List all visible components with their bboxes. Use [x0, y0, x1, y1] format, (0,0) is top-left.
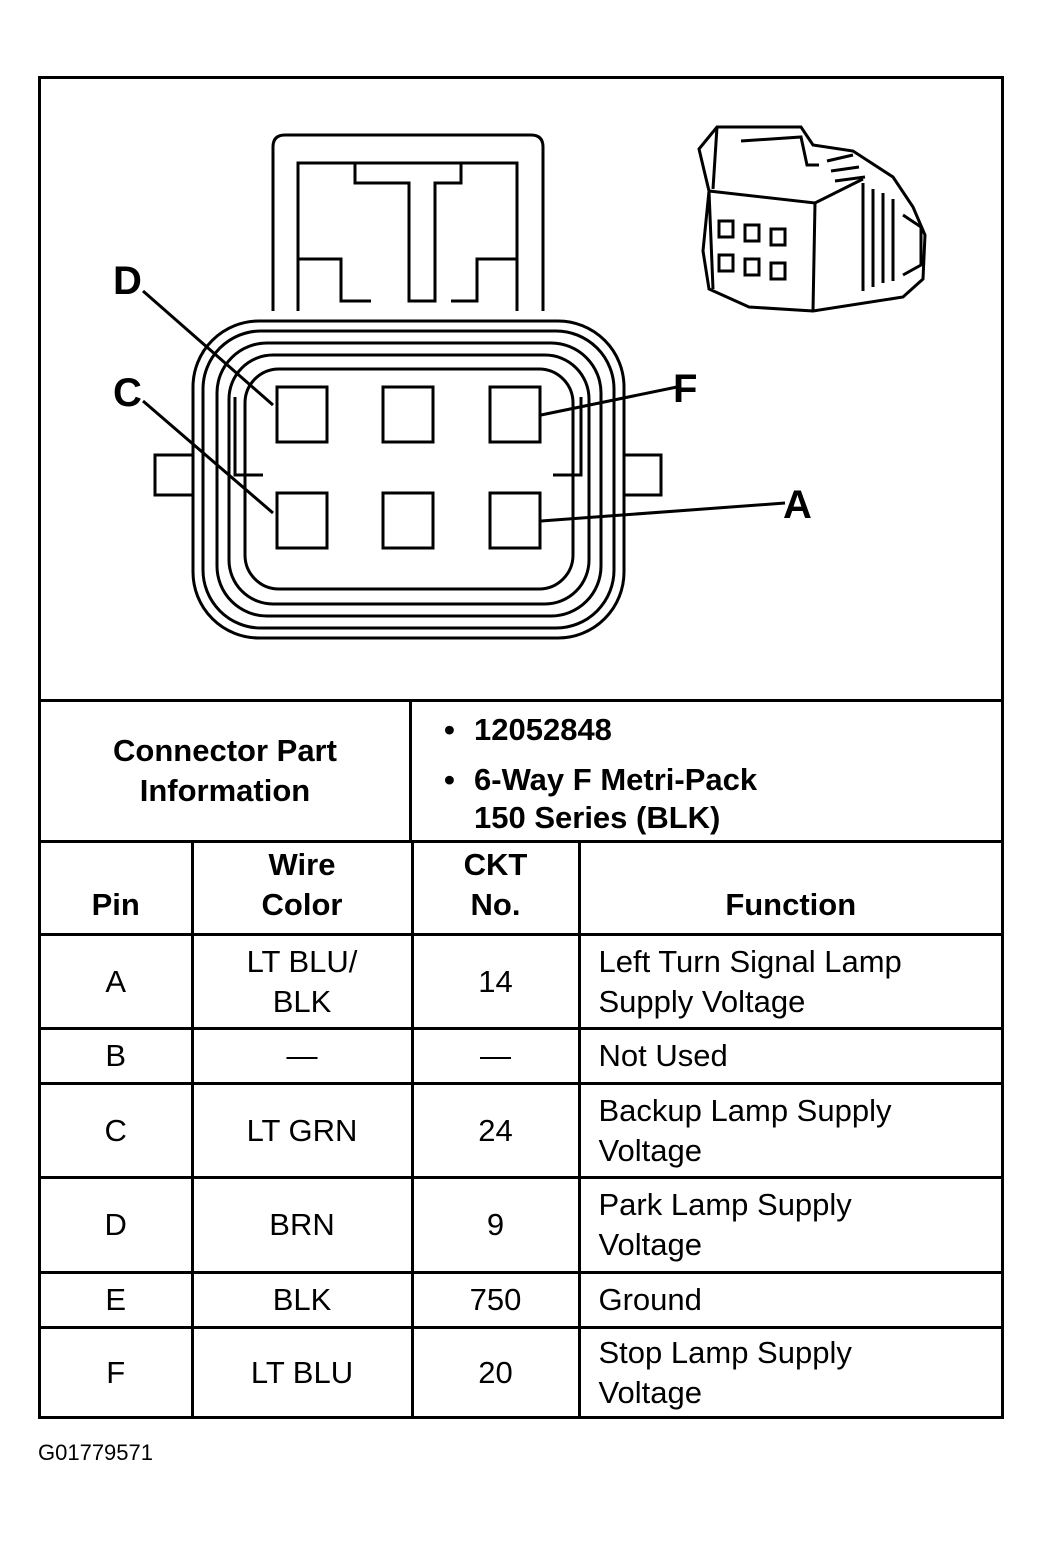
header-wire-color: Wire Color	[190, 843, 414, 936]
connector-diagram: D C F A	[41, 79, 1001, 699]
table-row: B — — Not Used	[41, 1027, 1001, 1085]
pinout-table: Pin Wire Color CKT No. Function A LT BLU…	[41, 843, 1001, 1417]
diagram-frame: D C F A Connector Part Information • 120…	[38, 76, 1004, 1419]
table-row: E BLK 750 Ground	[41, 1271, 1001, 1329]
header-ckt-no: CKT No.	[410, 843, 581, 936]
table-row: C LT GRN 24 Backup Lamp Supply Voltage	[41, 1082, 1001, 1179]
pin-label-f: F	[673, 367, 698, 411]
connector-face-drawing	[142, 125, 927, 640]
cell-pin: D	[41, 1176, 194, 1274]
cell-ckt-no: 24	[410, 1082, 581, 1179]
connector-part-information: Connector Part Information • 12052848 • …	[41, 699, 1001, 843]
part-info-details: • 12052848 • 6-Way F Metri-Pack 150 Seri…	[412, 702, 1001, 840]
cell-wire-color: LT GRN	[190, 1082, 414, 1179]
cell-pin: E	[41, 1271, 194, 1329]
cell-function: Ground	[577, 1271, 1001, 1329]
header-pin: Pin	[41, 843, 194, 936]
cell-wire-color: BRN	[190, 1176, 414, 1274]
cell-wire-color: —	[190, 1027, 414, 1085]
cell-ckt-no: 20	[410, 1326, 581, 1417]
part-number: 12052848	[474, 712, 612, 747]
connector-series: 150 Series (BLK)	[474, 800, 721, 835]
cell-pin: C	[41, 1082, 194, 1179]
connector-3d-icon	[697, 125, 927, 313]
bullet-icon: •	[444, 762, 455, 797]
cell-ckt-no: 750	[410, 1271, 581, 1329]
header-function: Function	[577, 843, 1001, 936]
cell-pin: F	[41, 1326, 194, 1417]
pin-label-d: D	[113, 259, 142, 303]
cell-function: Left Turn Signal Lamp Supply Voltage	[577, 933, 1001, 1030]
cell-pin: A	[41, 933, 194, 1030]
cell-function: Park Lamp Supply Voltage	[577, 1176, 1001, 1274]
cell-function: Stop Lamp Supply Voltage	[577, 1326, 1001, 1417]
bullet-icon: •	[444, 712, 455, 747]
cell-pin: B	[41, 1027, 194, 1085]
table-header-row: Pin Wire Color CKT No. Function	[41, 843, 1001, 936]
part-info-label-cell: Connector Part Information	[41, 702, 412, 840]
cell-wire-color: BLK	[190, 1271, 414, 1329]
pin-label-a: A	[783, 483, 812, 527]
connector-type: 6-Way F Metri-Pack	[474, 762, 758, 797]
cell-ckt-no: 14	[410, 933, 581, 1030]
table-row: A LT BLU/ BLK 14 Left Turn Signal Lamp S…	[41, 933, 1001, 1030]
cell-ckt-no: —	[410, 1027, 581, 1085]
cell-ckt-no: 9	[410, 1176, 581, 1274]
figure-code: G01779571	[38, 1440, 153, 1465]
cell-wire-color: LT BLU	[190, 1326, 414, 1417]
part-info-label: Connector Part Information	[113, 733, 337, 808]
cell-function: Backup Lamp Supply Voltage	[577, 1082, 1001, 1179]
pin-label-c: C	[113, 371, 142, 415]
table-row: F LT BLU 20 Stop Lamp Supply Voltage	[41, 1326, 1001, 1417]
cell-function: Not Used	[577, 1027, 1001, 1085]
table-row: D BRN 9 Park Lamp Supply Voltage	[41, 1176, 1001, 1274]
cell-wire-color: LT BLU/ BLK	[190, 933, 414, 1030]
